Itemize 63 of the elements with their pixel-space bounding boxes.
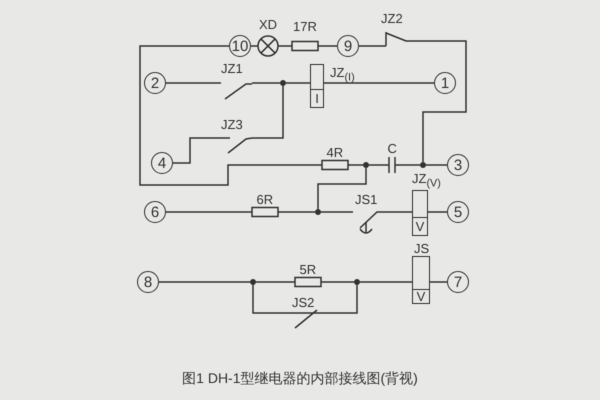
wire <box>426 164 447 166</box>
component-label: JS1 <box>355 193 378 207</box>
wire <box>324 82 434 84</box>
wire <box>252 82 280 84</box>
wire <box>286 82 310 84</box>
terminal-circle: 9 <box>337 35 359 57</box>
terminal-circle: 8 <box>137 271 159 293</box>
wire <box>256 281 295 283</box>
component-label: C <box>388 142 397 156</box>
wire <box>166 211 252 213</box>
wire <box>428 211 447 213</box>
wire <box>321 281 354 283</box>
component-label: XD <box>259 18 278 32</box>
component-label: 17R <box>293 20 317 34</box>
terminal-circle: 6 <box>144 201 166 223</box>
wire <box>360 281 412 283</box>
wire <box>414 40 467 162</box>
junction-dot <box>315 209 321 215</box>
junction-dot <box>363 162 369 168</box>
component-label: JS2 <box>292 296 314 310</box>
wire <box>252 285 285 314</box>
junction-dot <box>280 80 286 86</box>
terminal-circle: 5 <box>447 201 469 223</box>
wire <box>252 86 284 139</box>
component-label: JZ3 <box>221 118 243 132</box>
terminal-circle: 10 <box>229 35 251 57</box>
wire <box>395 164 420 166</box>
wire <box>318 45 337 47</box>
wire <box>317 168 367 209</box>
coil-label: JZ$_{(I)}$ <box>330 66 355 85</box>
wire <box>359 45 378 47</box>
junction-dot <box>250 279 256 285</box>
wire <box>387 211 412 213</box>
component-label: 4R <box>326 146 344 160</box>
wire <box>278 211 315 213</box>
coil-label: JZ$_{(V)}$ <box>412 172 441 191</box>
wire <box>251 45 258 47</box>
wire <box>369 164 389 166</box>
wire <box>173 137 200 164</box>
wire <box>430 281 447 283</box>
wire <box>348 164 363 166</box>
component-label: JZ2 <box>381 12 403 26</box>
wire <box>321 211 345 213</box>
wire <box>327 285 358 314</box>
terminal-circle: 7 <box>447 271 469 293</box>
coil-box: V <box>412 190 428 236</box>
terminal-circle: 3 <box>447 154 469 176</box>
junction-dot <box>354 279 360 285</box>
coil-box: I <box>310 64 324 108</box>
coil-label: JS <box>414 242 430 256</box>
component-label: JZ1 <box>221 62 243 76</box>
component-label: 6R <box>256 193 274 207</box>
component-label: 5R <box>300 263 316 277</box>
terminal-circle: 4 <box>151 152 173 174</box>
wire <box>159 281 250 283</box>
wire <box>166 82 212 84</box>
figure-caption: 图1 DH-1型继电器的内部接线图(背视) <box>181 370 419 386</box>
wire <box>278 45 292 47</box>
terminal-circle: 2 <box>144 72 166 94</box>
wire <box>139 45 322 186</box>
terminal-circle: 1 <box>434 72 456 94</box>
junction-dot <box>420 162 426 168</box>
coil-box: V <box>412 256 430 304</box>
